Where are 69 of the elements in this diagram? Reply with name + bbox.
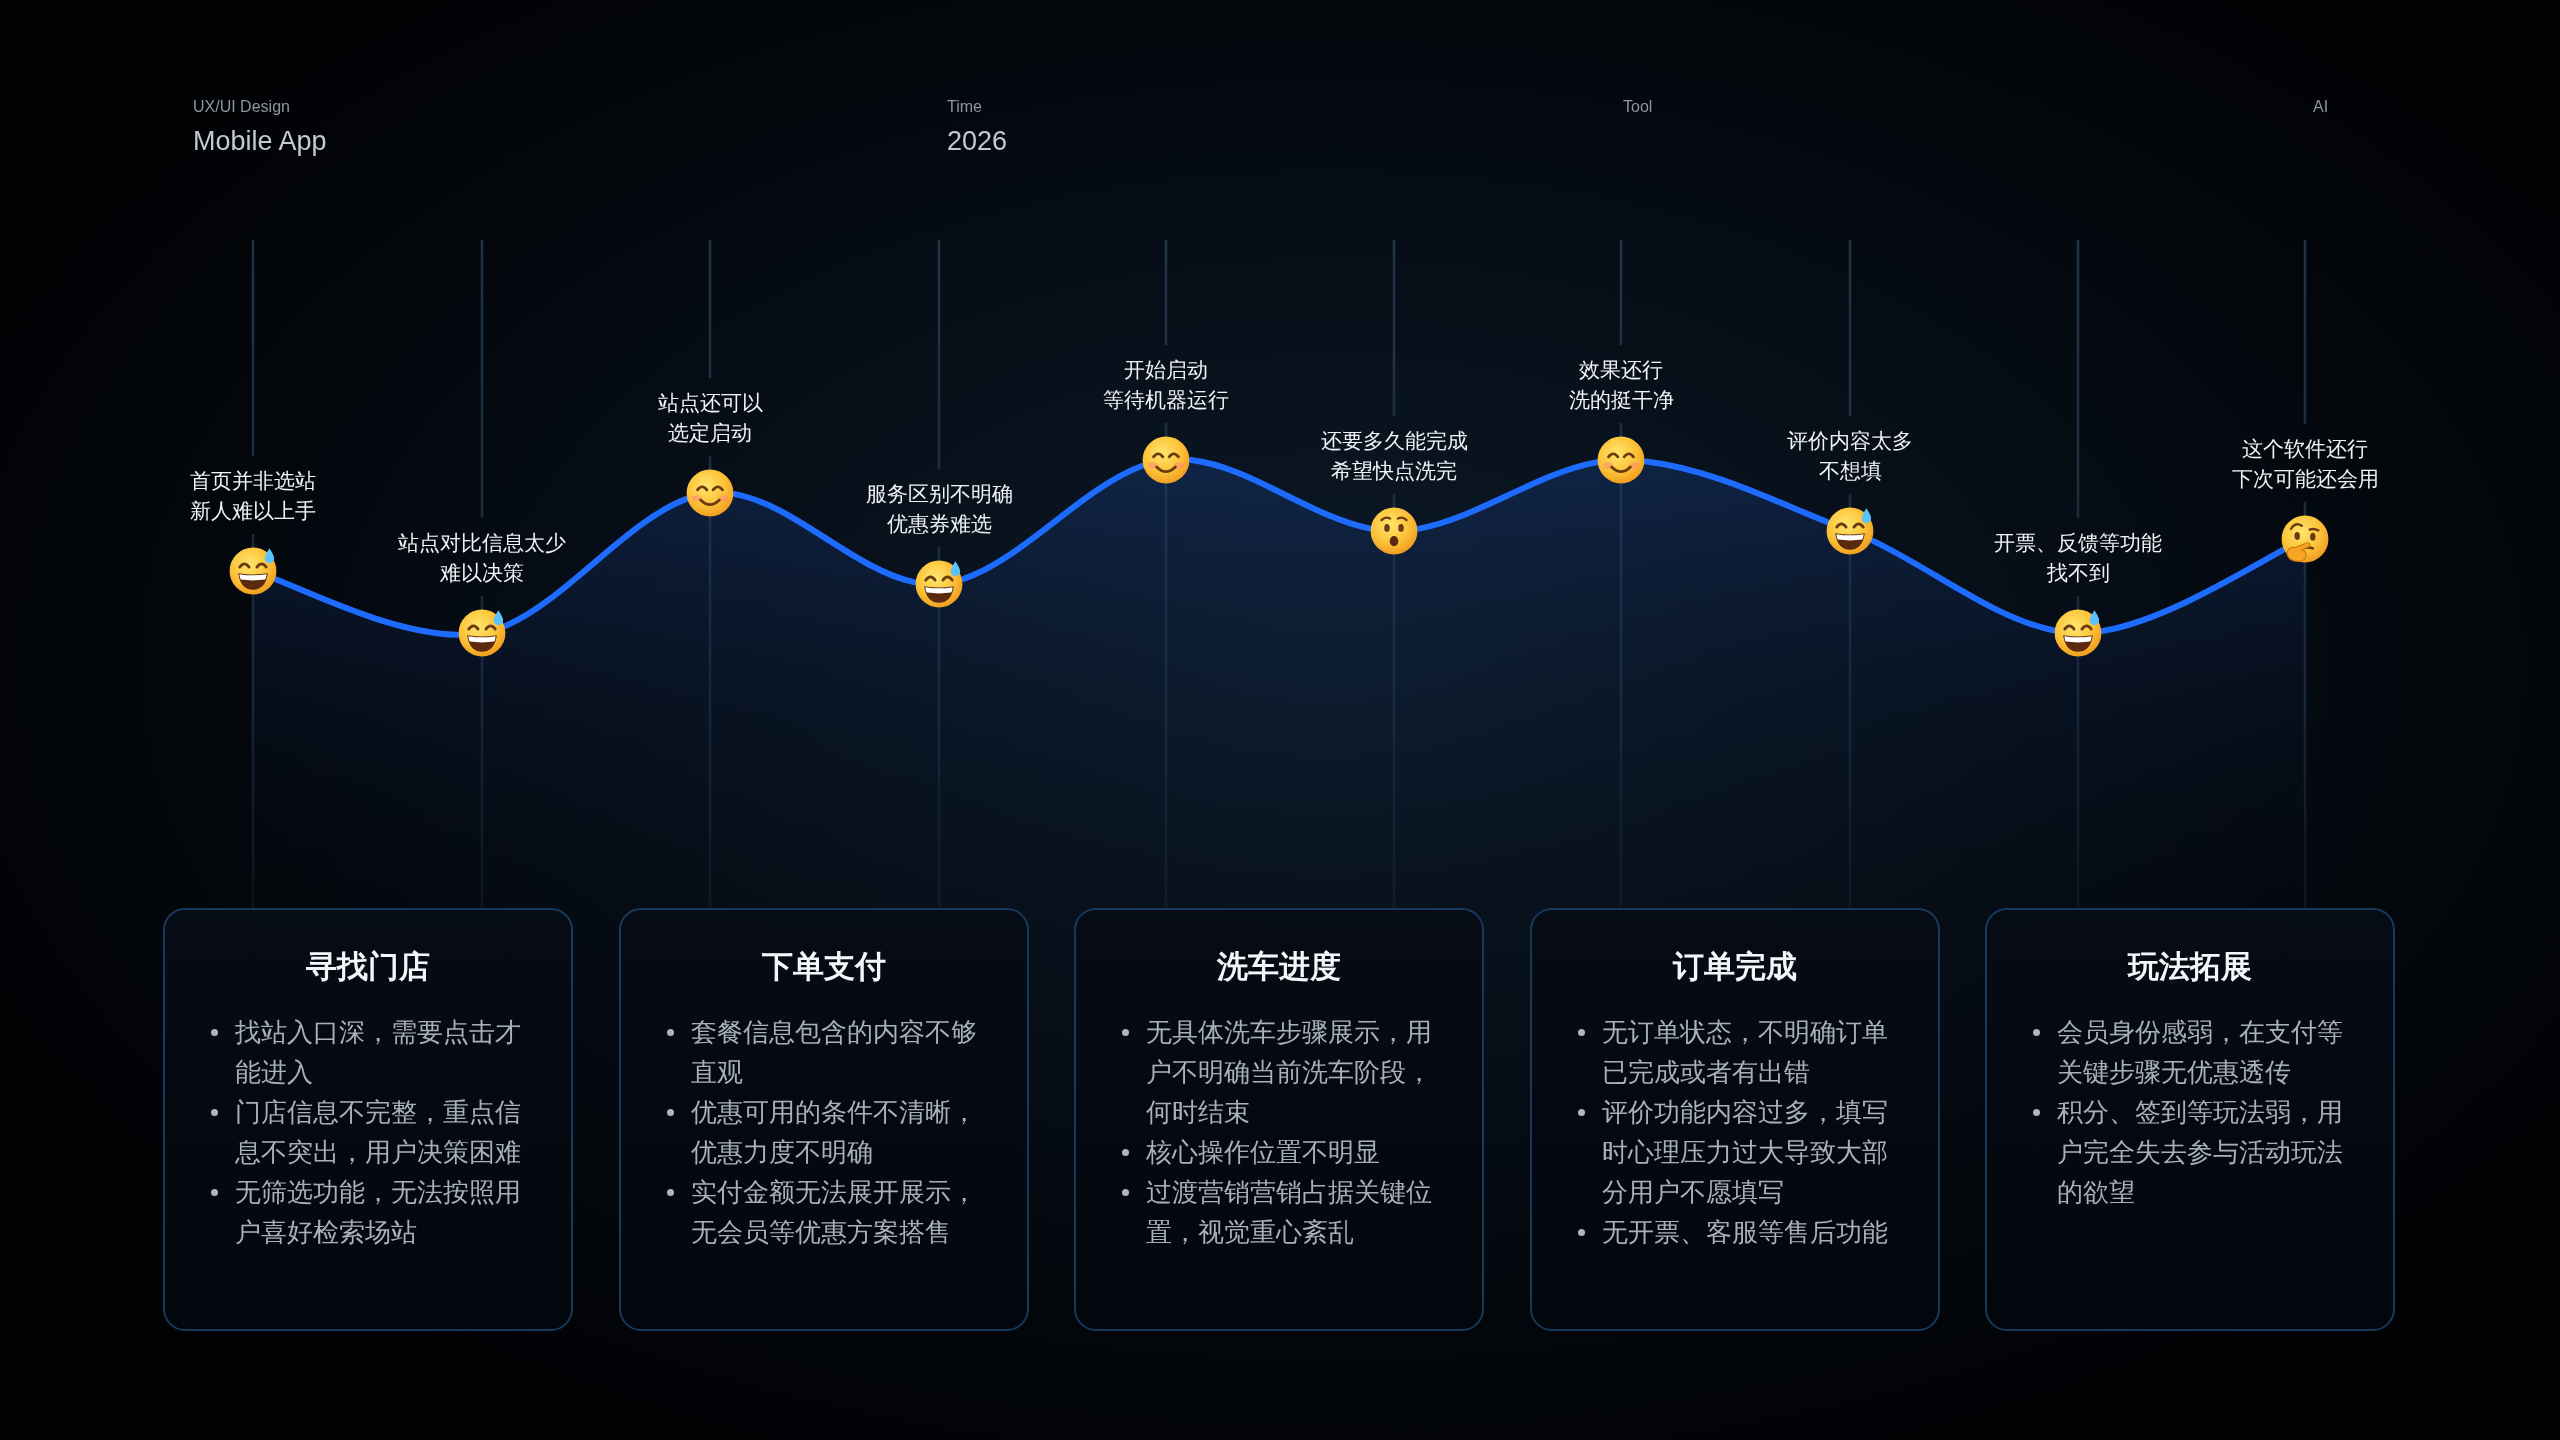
grinning-sweat-face-icon bbox=[228, 546, 278, 596]
header-label: UX/UI Design bbox=[193, 97, 290, 117]
bullet-text: 会员身份感弱，在支付等关键步骤无优惠透传 bbox=[2057, 1016, 2344, 1089]
grinning-sweat-face-icon bbox=[457, 608, 507, 658]
bullet-text: 无具体洗车步骤展示，用户不明确当前洗车阶段，何时结束 bbox=[1146, 1016, 1433, 1129]
smiling-face-icon bbox=[1141, 435, 1191, 485]
smiling-face-icon bbox=[1596, 435, 1646, 485]
stage-card bbox=[1985, 908, 2395, 1331]
header-label: Time bbox=[947, 97, 982, 117]
emotion-caption: 效果还行 bbox=[1579, 357, 1663, 383]
emotion-caption: 服务区别不明确 bbox=[865, 481, 1013, 507]
card-title: 下单支付 bbox=[762, 948, 886, 986]
bullet-text: 门店信息不完整，重点信息不突出，用户决策困难 bbox=[235, 1096, 522, 1169]
stage-card bbox=[1530, 908, 1940, 1331]
emotion-curve bbox=[1188, 457, 1373, 532]
emotion-caption: 难以决策 bbox=[440, 560, 524, 586]
emotion-caption: 选定启动 bbox=[668, 420, 752, 446]
bullet-text: 套餐信息包含的内容不够直观 bbox=[691, 1016, 978, 1089]
emotion-caption: 这个软件还行 bbox=[2242, 436, 2368, 462]
smiling-face-icon bbox=[685, 468, 735, 518]
card-title: 洗车进度 bbox=[1217, 948, 1341, 986]
emotion-caption: 洗的挺干净 bbox=[1568, 387, 1674, 413]
emotion-caption: 还要多久能完成 bbox=[1320, 428, 1468, 454]
bullet-text: 找站入口深，需要点击才能进入 bbox=[235, 1016, 522, 1089]
bullet-text: 无订单状态，不明确订单已完成或者有出错 bbox=[1602, 1016, 1889, 1089]
grinning-sweat-face-icon bbox=[1825, 506, 1875, 556]
card-title: 寻找门店 bbox=[306, 948, 430, 986]
emotion-caption: 评价内容太多 bbox=[1787, 428, 1913, 454]
emotion-curve bbox=[1643, 458, 1830, 525]
emotion-caption: 优惠券难选 bbox=[886, 511, 992, 537]
bullet-text: 评价功能内容过多，填写时心理压力过大导致大部分用户不愿填写 bbox=[1602, 1096, 1889, 1209]
stage-card bbox=[163, 908, 573, 1331]
card-title: 订单完成 bbox=[1673, 948, 1797, 986]
emotion-caption: 首页并非选站 bbox=[190, 468, 316, 494]
header-label: Tool bbox=[1623, 97, 1653, 117]
stage-card bbox=[619, 908, 1029, 1331]
bullet-text: 核心操作位置不明显 bbox=[1146, 1136, 1381, 1169]
bullet-text: 优惠可用的条件不清晰，优惠力度不明确 bbox=[691, 1096, 978, 1169]
emotion-caption: 等待机器运行 bbox=[1103, 387, 1229, 413]
emotion-curve bbox=[732, 491, 918, 586]
bullet-text: 实付金额无法展开展示，无会员等优惠方案搭售 bbox=[691, 1176, 978, 1249]
surprised-face-icon bbox=[1369, 506, 1419, 556]
emotion-caption: 下次可能还会用 bbox=[2231, 466, 2379, 492]
grinning-sweat-face-icon bbox=[2053, 608, 2103, 658]
emotion-caption: 找不到 bbox=[2046, 560, 2110, 586]
grinning-sweat-face-icon bbox=[914, 559, 964, 609]
header-value: 2026 bbox=[947, 125, 1008, 158]
emotion-caption: 站点还可以 bbox=[657, 390, 763, 416]
emotion-caption: 开始启动 bbox=[1124, 357, 1208, 383]
header-value: Mobile App bbox=[193, 125, 327, 158]
emotion-caption: 希望快点洗完 bbox=[1331, 458, 1457, 484]
emotion-caption: 站点对比信息太少 bbox=[398, 530, 566, 556]
emotion-curve bbox=[1415, 459, 1600, 532]
emotion-curve bbox=[960, 463, 1145, 582]
emotion-curve bbox=[1870, 537, 2057, 634]
bullet-text: 积分、签到等玩法弱，用户完全失去参与活动玩法的欲望 bbox=[2057, 1096, 2344, 1209]
header-label: AI bbox=[2313, 97, 2329, 117]
emotion-caption: 新人难以上手 bbox=[190, 498, 316, 524]
stage-card bbox=[1074, 908, 1484, 1331]
bullet-text: 过渡营销营销占据关键位置，视觉重心紊乱 bbox=[1146, 1176, 1433, 1249]
emotion-curve bbox=[273, 576, 461, 638]
card-title: 玩法拓展 bbox=[2128, 948, 2252, 986]
emotion-curve bbox=[502, 496, 689, 629]
thinking-face-icon bbox=[2280, 514, 2330, 564]
bullet-text: 无开票、客服等售后功能 bbox=[1602, 1216, 1889, 1249]
emotion-caption: 不想填 bbox=[1818, 458, 1882, 484]
emotion-caption: 开票、反馈等功能 bbox=[1994, 530, 2162, 556]
bullet-text: 无筛选功能，无法按照用户喜好检索场站 bbox=[235, 1176, 522, 1249]
emotion-curve bbox=[2099, 547, 2286, 634]
